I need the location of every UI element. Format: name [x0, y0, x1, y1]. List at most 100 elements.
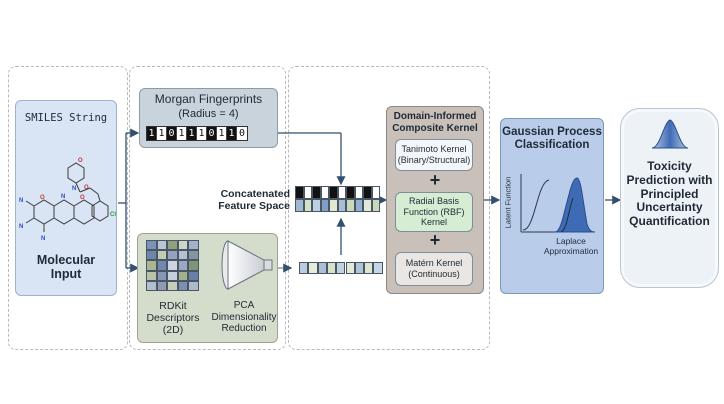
stage-input-outline — [8, 66, 128, 350]
descriptor-cell — [177, 280, 189, 291]
descriptor-cell — [188, 280, 199, 291]
fingerprint-bit: 1 — [227, 127, 237, 140]
svg-text:N: N — [72, 186, 76, 192]
concat-descriptor-cell — [320, 199, 329, 212]
plus-sign-2: + — [429, 230, 441, 250]
morgan-subtitle: (Radius = 4) — [178, 108, 239, 120]
descriptor-cell — [177, 250, 189, 261]
kernel-title: Domain-Informed Composite Kernel — [392, 111, 478, 134]
concat-bit-cell — [354, 186, 363, 199]
concat-descriptor-cell — [312, 199, 321, 212]
descriptor-cell — [146, 250, 157, 261]
pca-vector-cell — [354, 262, 365, 274]
pca-vector-cell — [336, 262, 346, 274]
latent-function-label: Latent Function — [503, 176, 513, 229]
tanimoto-kernel-label: Tanimoto Kernel (Binary/Structural) — [397, 144, 471, 165]
svg-text:O: O — [80, 195, 85, 201]
tanimoto-kernel-box: Tanimoto Kernel (Binary/Structural) — [395, 139, 473, 171]
descriptor-cell — [156, 250, 168, 261]
descriptor-cell — [156, 280, 168, 291]
pca-vector-cell — [308, 262, 318, 274]
gaussian-process-panel — [500, 118, 604, 294]
descriptor-cell — [146, 270, 157, 281]
descriptor-cell — [146, 240, 157, 251]
svg-text:N: N — [19, 198, 23, 204]
rdkit-descriptor-grid — [146, 240, 200, 292]
descriptor-cell — [177, 260, 189, 271]
laplace-label: Laplace Approximation — [543, 236, 599, 256]
fingerprint-bit: 1 — [197, 127, 207, 140]
rbf-kernel-label: Radial Basis Function (RBF) Kernel — [403, 195, 465, 228]
concat-bit-cell — [371, 186, 380, 199]
molecular-input-panel — [15, 100, 117, 296]
fingerprint-bit: 1 — [157, 127, 167, 140]
concat-bit-cell — [363, 186, 372, 199]
concat-descriptor-cell — [303, 199, 312, 212]
gp-title: Gaussian Process Classification — [502, 126, 602, 152]
descriptor-cell — [167, 250, 178, 261]
svg-text:N: N — [19, 224, 23, 230]
descriptor-cell — [188, 260, 199, 271]
gp-curves-plot — [520, 174, 596, 233]
svg-text:N: N — [61, 194, 65, 200]
pca-vector-cell — [364, 262, 374, 274]
descriptor-cell — [167, 240, 178, 251]
descriptor-cell — [146, 260, 157, 271]
descriptor-cell — [167, 260, 178, 271]
descriptor-cell — [188, 270, 199, 281]
pca-vector-cell — [299, 262, 309, 274]
concat-descriptor-cell — [371, 199, 380, 212]
concat-descriptor-cell — [337, 199, 346, 212]
concat-bit-cell — [312, 186, 321, 199]
pca-vector-cell — [373, 262, 383, 274]
fingerprint-bit: 1 — [177, 127, 187, 140]
descriptor-cell — [188, 250, 199, 261]
concat-bit-cell — [329, 186, 338, 199]
output-title: Toxicity Prediction with Principled Unce… — [626, 159, 713, 229]
molecular-input-title: Molecular Input — [36, 253, 96, 282]
descriptor-cell — [167, 270, 178, 281]
rdkit-descriptors-label: RDKit Descriptors (2D) — [146, 300, 200, 337]
pca-funnel-icon — [221, 240, 273, 290]
plus-sign-1: + — [429, 170, 441, 190]
concat-bit-cell — [295, 186, 304, 199]
uncertainty-distribution-icon — [651, 119, 689, 149]
descriptor-cell — [167, 280, 178, 291]
concat-descriptor-cell — [329, 199, 338, 212]
concat-bit-cell — [303, 186, 312, 199]
smiles-string-label: SMILES String — [24, 112, 108, 124]
concat-bit-cell — [346, 186, 355, 199]
concatenated-feature-label: Concatenated Feature Space — [218, 188, 290, 213]
concat-descriptor-cell — [346, 199, 355, 212]
concat-bit-cell — [337, 186, 346, 199]
pca-label: PCA Dimensionality Reduction — [211, 300, 277, 334]
descriptor-cell — [188, 240, 199, 251]
descriptor-cell — [156, 260, 168, 271]
descriptor-cell — [146, 280, 157, 291]
stage-concat-outline — [288, 66, 490, 350]
fingerprint-bit: 0 — [167, 127, 177, 140]
pca-vector-cell — [326, 262, 337, 274]
matern-kernel-box: Matérn Kernel (Continuous) — [395, 252, 473, 286]
svg-text:Cl: Cl — [110, 212, 116, 218]
fingerprint-bit: 1 — [187, 127, 197, 140]
svg-text:O: O — [84, 185, 89, 191]
descriptor-cell — [156, 270, 168, 281]
fingerprint-bit: 0 — [207, 127, 217, 140]
concat-descriptor-cell — [295, 199, 304, 212]
concat-descriptor-cell — [363, 199, 372, 212]
matern-kernel-label: Matérn Kernel (Continuous) — [405, 258, 463, 279]
concat-bit-cell — [320, 186, 329, 199]
pca-vector-cell — [345, 262, 355, 274]
pca-vector-cell — [317, 262, 327, 274]
rbf-kernel-box: Radial Basis Function (RBF) Kernel — [395, 192, 473, 232]
descriptor-cell — [156, 240, 168, 251]
concat-descriptor-cell — [354, 199, 363, 212]
molecule-structure-icon: O N O N O N N N Cl O — [19, 158, 116, 242]
fingerprint-bit: 1 — [147, 127, 157, 140]
pca-output-vector — [299, 262, 383, 274]
svg-text:O: O — [40, 195, 45, 201]
svg-text:N: N — [41, 236, 45, 242]
